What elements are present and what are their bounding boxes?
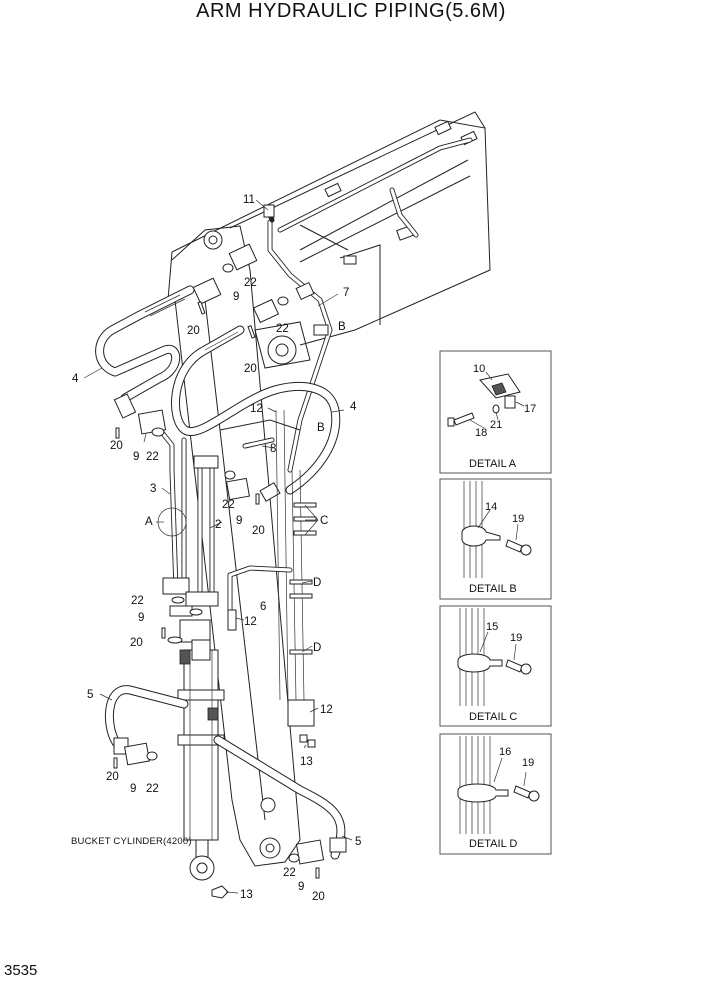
callout: B [317, 422, 325, 434]
detail-d-box: 16 19 DETAIL D [439, 733, 552, 855]
callout: 9 [236, 515, 242, 527]
hose-5-right [213, 735, 347, 865]
pipe-3 [157, 427, 190, 595]
page-number: 3535 [4, 962, 38, 979]
hose-5-left [104, 685, 189, 766]
leader-lines [83, 199, 353, 894]
callout: 5 [87, 689, 93, 701]
callout: 13 [240, 889, 253, 901]
detail-b-label: DETAIL B [469, 583, 517, 595]
detail-a-box: 10 17 21 18 DETAIL A [439, 350, 552, 474]
callout: 20 [130, 637, 143, 649]
bolts [113, 301, 320, 899]
callout: 22 [283, 867, 296, 879]
detail-b-box: 14 19 DETAIL B [439, 478, 552, 600]
detail-a-part: 17 [524, 403, 536, 415]
detail-c-part: 15 [486, 621, 498, 633]
callout: 22 [276, 323, 289, 335]
callout: 9 [133, 451, 139, 463]
callout: 5 [355, 836, 361, 848]
callout: 7 [343, 287, 349, 299]
callout: 8 [270, 443, 276, 455]
callout: 20 [187, 325, 200, 337]
detail-d-part: 16 [499, 746, 511, 758]
page-title: ARM HYDRAULIC PIPING(5.6M) [196, 0, 506, 22]
callout: 22 [222, 499, 235, 511]
callout: 22 [146, 783, 159, 795]
detail-b-part: 19 [512, 513, 524, 525]
callout: D [313, 642, 321, 654]
detail-c-box: 15 19 DETAIL C [439, 605, 552, 727]
callout: 6 [260, 601, 266, 613]
callout: C [320, 515, 328, 527]
hose-4-right [171, 325, 341, 502]
callout: 12 [250, 403, 263, 415]
bucket-cylinder [177, 639, 225, 881]
callout: 4 [72, 373, 79, 385]
callout: 9 [138, 612, 144, 624]
detail-a-marker [156, 507, 187, 537]
callout: 12 [320, 704, 333, 716]
bucket-cylinder-caption: BUCKET CYLINDER(4200) [71, 836, 192, 847]
callout: 20 [110, 440, 123, 452]
callout: 9 [233, 291, 239, 303]
callout: B [338, 321, 346, 333]
detail-d-label: DETAIL D [469, 838, 517, 850]
tube-bundle [227, 409, 317, 727]
detail-a-label: DETAIL A [469, 458, 517, 470]
callout: 20 [312, 891, 325, 903]
callout: 20 [252, 525, 265, 537]
detail-a-part: 10 [473, 363, 485, 375]
callout: D [313, 577, 321, 589]
callout: 12 [244, 616, 257, 628]
callout: 4 [350, 401, 357, 413]
hose-4-left [95, 285, 195, 419]
arm-structure [171, 225, 311, 867]
detail-d-part: 19 [522, 757, 534, 769]
boom-structure [167, 111, 491, 473]
callout-labels: 11 22 9 7 20 22 B 4 20 12 4 B 20 9 22 8 … [72, 194, 361, 903]
callout: 13 [300, 756, 313, 768]
callout: 20 [244, 363, 257, 375]
detail-a-part: 21 [490, 419, 502, 431]
callout: 2 [215, 519, 221, 531]
detail-c-part: 19 [510, 632, 522, 644]
callout: 22 [131, 595, 144, 607]
detail-c-label: DETAIL C [469, 711, 517, 723]
callout: 11 [243, 194, 255, 206]
callout: 20 [106, 771, 119, 783]
flange-set-middle [137, 409, 250, 644]
callout: 3 [150, 483, 156, 495]
detail-a-part: 18 [475, 427, 487, 439]
detail-b-part: 14 [485, 501, 497, 513]
callout: 9 [298, 881, 304, 893]
callout: 22 [244, 277, 257, 289]
flange-set-upper [192, 204, 329, 336]
callout: 22 [146, 451, 159, 463]
callout: A [145, 516, 153, 528]
pipe-2 [185, 455, 219, 607]
callout: 9 [130, 783, 136, 795]
